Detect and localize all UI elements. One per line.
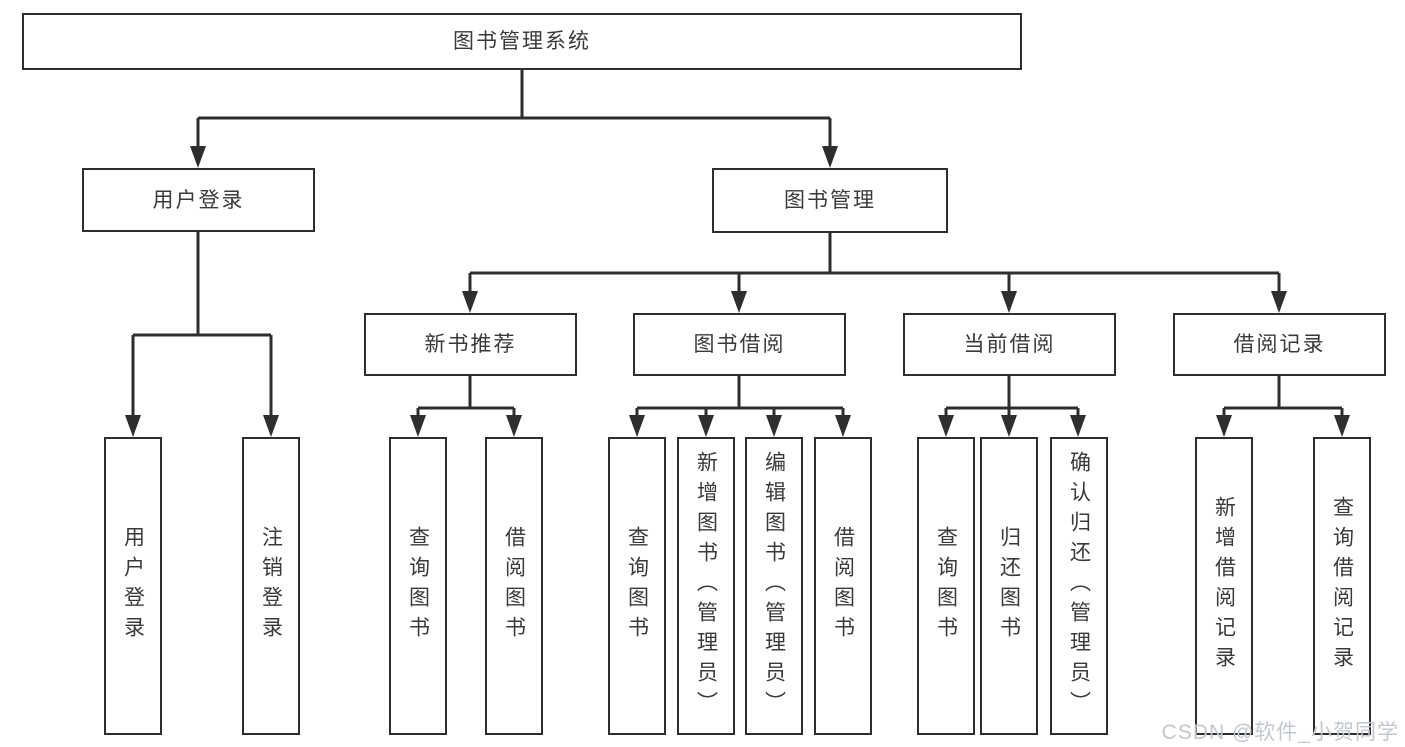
node-label: 查询借阅记录 — [1330, 496, 1354, 676]
node-book-management: 图书管理 — [712, 168, 948, 233]
leaf-user-login: 用户登录 — [104, 437, 162, 735]
leaf-borrow-books: 借阅图书 — [814, 437, 872, 735]
node-label: 当前借阅 — [963, 333, 1056, 356]
node-label: 图书管理 — [784, 189, 876, 212]
leaf-query-books-borrow: 查询图书 — [608, 437, 666, 735]
node-label: 查询图书 — [406, 526, 430, 646]
node-label: 借阅图书 — [831, 526, 855, 646]
node-label: 图书借阅 — [693, 333, 786, 356]
node-borrow-records: 借阅记录 — [1173, 313, 1386, 376]
leaf-query-books-current: 查询图书 — [917, 437, 975, 735]
leaf-add-borrow-record: 新增借阅记录 — [1195, 437, 1253, 735]
node-label: 查询图书 — [625, 526, 649, 646]
node-current-borrow: 当前借阅 — [903, 313, 1116, 376]
node-label: 借阅图书 — [502, 526, 526, 646]
node-new-book-recommend: 新书推荐 — [364, 313, 577, 376]
leaf-query-books-recommend: 查询图书 — [389, 437, 447, 735]
node-label: 新增图书（管理员） — [694, 451, 718, 721]
node-user-login: 用户登录 — [82, 168, 315, 232]
leaf-add-books-admin: 新增图书（管理员） — [677, 437, 735, 735]
leaf-edit-books-admin: 编辑图书（管理员） — [745, 437, 803, 735]
node-label: 新增借阅记录 — [1212, 496, 1236, 676]
node-label: 编辑图书（管理员） — [762, 451, 786, 721]
node-label: 确认归还（管理员） — [1067, 451, 1091, 721]
node-label: 用户登录 — [152, 188, 245, 212]
node-label: 新书推荐 — [424, 333, 517, 356]
leaf-confirm-return-admin: 确认归还（管理员） — [1050, 437, 1108, 735]
node-label: 用户登录 — [121, 526, 145, 646]
node-library-system: 图书管理系统 — [22, 13, 1022, 70]
node-label: 借阅记录 — [1233, 333, 1326, 356]
leaf-borrow-books-recommend: 借阅图书 — [485, 437, 543, 735]
node-book-borrow: 图书借阅 — [633, 313, 846, 376]
watermark-text: CSDN @软件_小贺同学 — [1161, 721, 1399, 744]
leaf-query-borrow-record: 查询借阅记录 — [1313, 437, 1371, 735]
leaf-logout: 注销登录 — [242, 437, 300, 735]
node-label: 归还图书 — [997, 526, 1021, 646]
leaf-return-books: 归还图书 — [980, 437, 1038, 735]
node-label: 查询图书 — [934, 526, 958, 646]
node-label: 图书管理系统 — [453, 30, 591, 53]
node-label: 注销登录 — [259, 526, 283, 646]
